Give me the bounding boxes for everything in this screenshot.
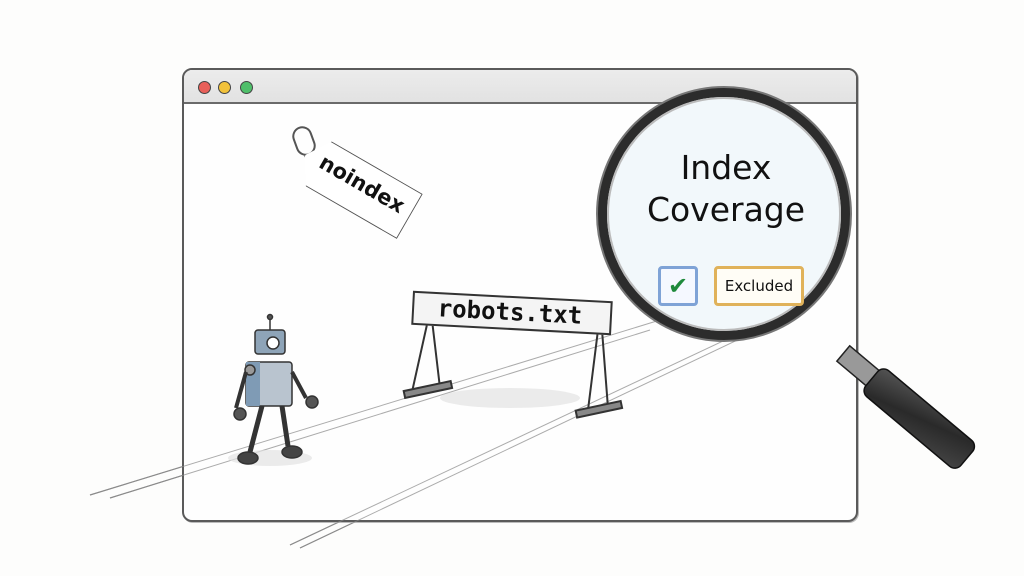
checkmark-icon: ✔	[667, 272, 689, 300]
index-coverage-title-line2: Coverage	[646, 190, 806, 229]
excluded-status-badge: Excluded	[714, 266, 804, 306]
close-dot-icon[interactable]	[198, 81, 211, 94]
checkbox-checked[interactable]: ✔	[658, 266, 698, 306]
maximize-dot-icon[interactable]	[240, 81, 253, 94]
minimize-dot-icon[interactable]	[218, 81, 231, 94]
index-coverage-title-line1: Index	[680, 148, 772, 187]
browser-titlebar	[184, 70, 856, 104]
